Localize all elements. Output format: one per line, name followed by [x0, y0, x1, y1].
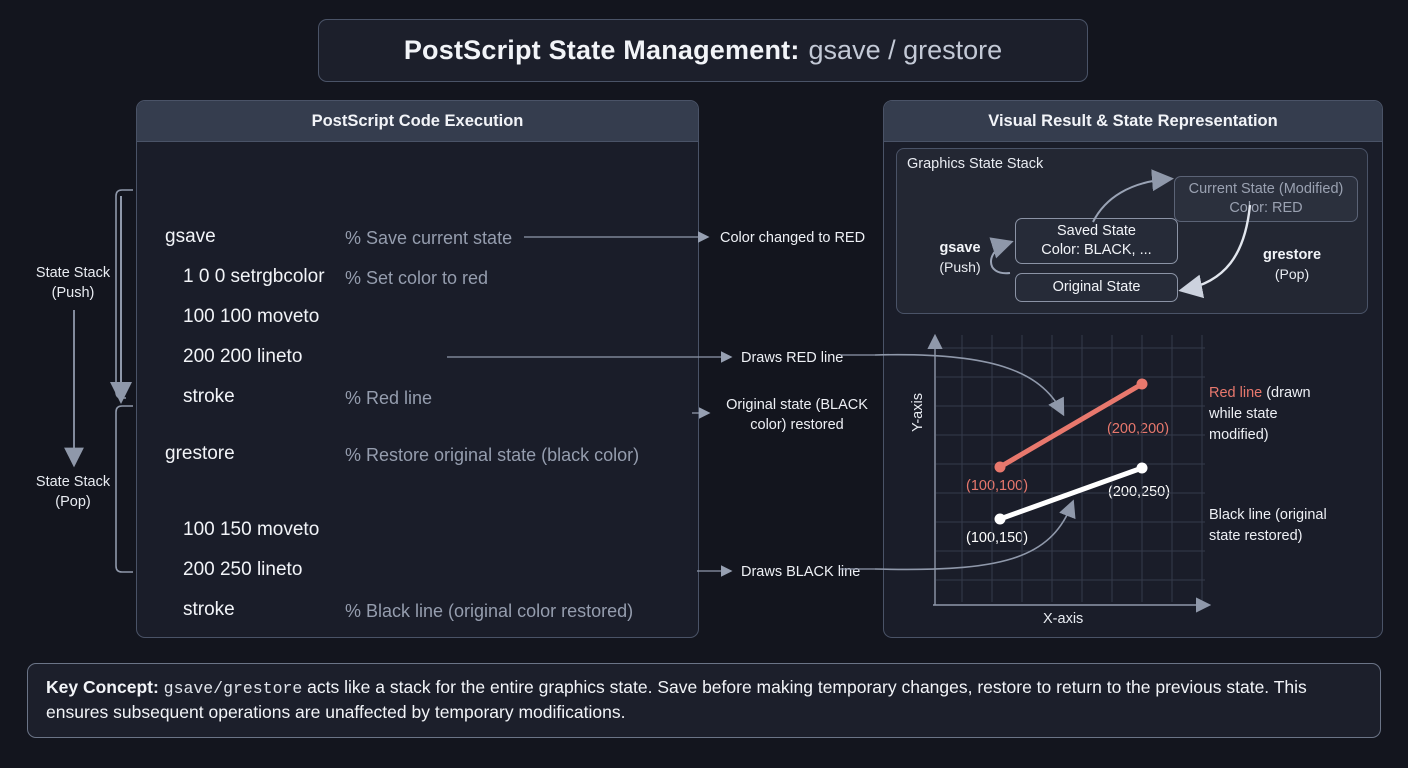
- key-concept-box: Key Concept: gsave/grestore acts like a …: [27, 663, 1381, 738]
- panel-code-execution: PostScript Code Execution gsave % Save c…: [136, 100, 699, 638]
- page-title-operators: gsave / grestore: [808, 35, 1003, 65]
- code-op-stroke-1: stroke: [183, 386, 235, 407]
- page-title-strong: PostScript State Management:: [403, 35, 800, 65]
- state-stack-pop-label: State Stack (Pop): [18, 473, 128, 512]
- gsave-push-label: gsave (Push): [915, 239, 1005, 279]
- grestore-label: grestore: [1262, 247, 1322, 263]
- chart-x-axis-label: X-axis: [1043, 611, 1084, 627]
- code-op-moveto-1: 100 100 moveto: [183, 306, 320, 327]
- annotation-color-red: Color changed to RED: [720, 230, 866, 246]
- legend-red-rest-2: while state: [1209, 406, 1278, 423]
- code-comment-grestore: % Restore original state (black color): [345, 445, 640, 465]
- code-comment-setrgbcolor: % Set color to red: [345, 268, 489, 288]
- state-node-current-line1: Current State (Modified): [1188, 181, 1344, 198]
- legend-red-strong: Red line: [1209, 385, 1263, 401]
- state-node-original-line1: Original State: [1052, 279, 1141, 296]
- state-node-saved-line2: Color: BLACK, ...: [1041, 242, 1152, 258]
- state-node-saved: Saved State Color: BLACK, ...: [1015, 218, 1178, 264]
- annotation-draws-black: Draws BLACK line: [741, 564, 861, 580]
- state-stack-pop-line1: State Stack: [35, 474, 111, 490]
- state-node-current-line2: Color: RED: [1229, 200, 1303, 216]
- code-comment-stroke-1: % Red line: [345, 388, 433, 408]
- annotation-state-restored-line2: color) restored: [750, 416, 844, 433]
- point-label-black-start: (100,150): [966, 530, 1029, 546]
- key-concept-rest: acts like a stack for the entire graphic…: [46, 677, 1307, 723]
- graphics-state-stack-title: Graphics State Stack: [907, 156, 1044, 172]
- panel-visual-header: Visual Result & State Representation: [884, 101, 1382, 142]
- code-comment-stroke-2: % Black line (original color restored): [345, 601, 634, 621]
- state-stack-pop-line2: (Pop): [55, 493, 91, 510]
- grestore-pop-label: grestore (Pop): [1242, 246, 1342, 286]
- point-label-red-end: (200,200): [1107, 421, 1170, 437]
- code-comment-gsave: % Save current state: [345, 228, 513, 248]
- legend-red-line: Red line (drawn while state modified): [1209, 383, 1374, 446]
- state-node-current: Current State (Modified) Color: RED: [1174, 176, 1358, 222]
- annotation-state-restored: Original state (BLACK color) restored: [718, 396, 876, 435]
- code-op-stroke-2: stroke: [183, 599, 235, 620]
- code-op-lineto-1: 200 200 lineto: [183, 346, 303, 367]
- key-concept-text: Key Concept: gsave/grestore acts like a …: [46, 675, 1362, 725]
- panel-code-header: PostScript Code Execution: [137, 101, 698, 142]
- gsave-sub-label: (Push): [939, 258, 981, 275]
- state-node-original: Original State: [1015, 273, 1178, 302]
- point-label-black-end: (200,250): [1108, 484, 1171, 500]
- code-op-gsave: gsave: [165, 226, 216, 247]
- gsave-label: gsave: [939, 240, 981, 256]
- code-listing: gsave % Save current state 1 0 0 setrgbc…: [137, 141, 698, 637]
- key-concept-label: Key Concept:: [46, 677, 159, 697]
- annotation-draws-red: Draws RED line: [741, 350, 844, 366]
- legend-black-line-2: state restored): [1209, 528, 1303, 545]
- legend-black-line: Black line (original state restored): [1209, 505, 1379, 547]
- code-op-moveto-2: 100 150 moveto: [183, 519, 320, 540]
- state-stack-push-label: State Stack (Push): [18, 264, 128, 303]
- legend-red-rest-3: modified): [1209, 427, 1269, 444]
- code-op-grestore: grestore: [165, 443, 235, 464]
- state-stack-push-line1: State Stack: [35, 265, 111, 281]
- point-label-red-start: (100,100): [966, 478, 1029, 494]
- legend-red-rest-1: (drawn: [1262, 385, 1311, 401]
- chart-y-axis-label: Y-axis: [910, 393, 926, 432]
- state-stack-push-line2: (Push): [51, 284, 95, 301]
- graphics-state-stack: Graphics State Stack Current State (Modi…: [896, 148, 1368, 314]
- annotation-state-restored-line1: Original state (BLACK: [726, 397, 868, 413]
- code-op-lineto-2: 200 250 lineto: [183, 559, 303, 580]
- grestore-sub-label: (Pop): [1274, 265, 1310, 282]
- legend-black-line-1: Black line (original: [1209, 507, 1327, 523]
- code-op-setrgbcolor: 1 0 0 setrgbcolor: [183, 266, 325, 287]
- state-node-saved-line1: Saved State: [1057, 223, 1136, 240]
- state-stack-brackets: [115, 189, 133, 573]
- key-concept-operators: gsave/grestore: [163, 679, 303, 698]
- page-title: PostScript State Management: gsave / gre…: [318, 19, 1088, 82]
